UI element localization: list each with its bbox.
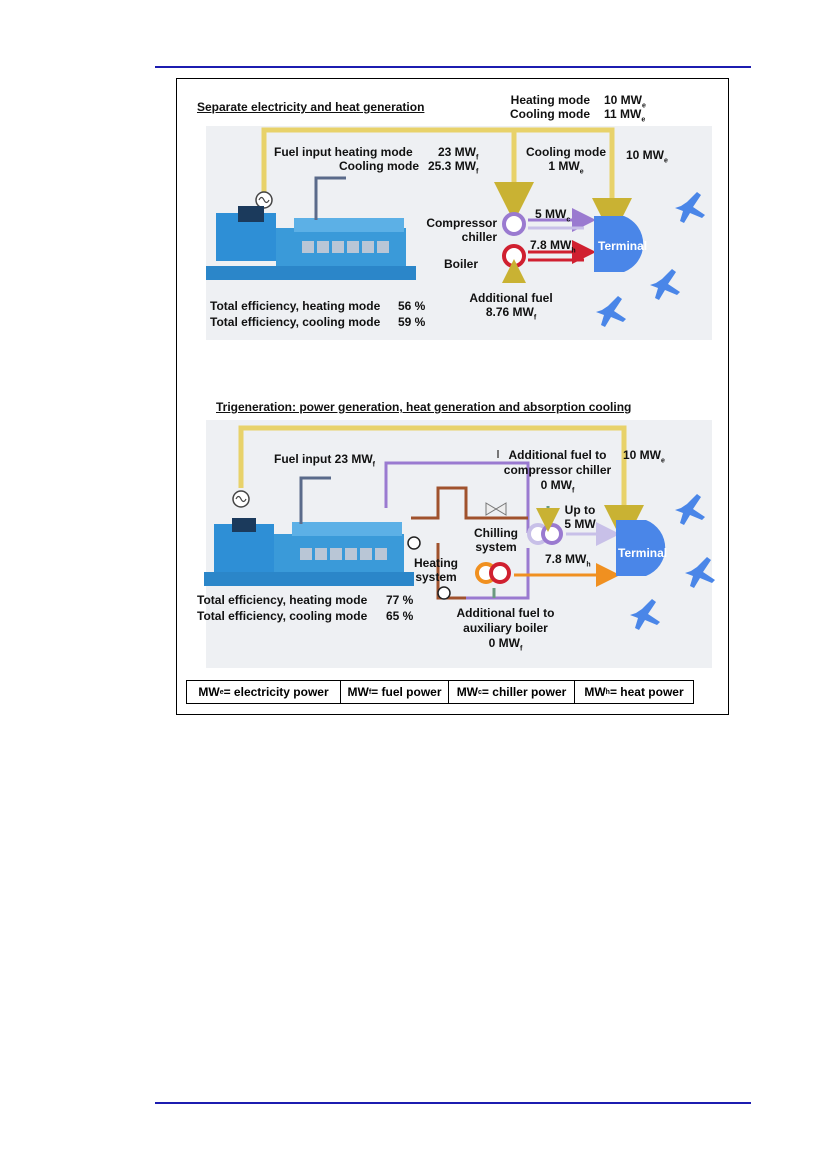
top-cooling-fuel-value: 25.3 MWf	[428, 159, 479, 176]
top-heat-flow: 7.8 MWh	[530, 238, 576, 255]
top-title: Separate electricity and heat generation	[197, 100, 425, 114]
top-eff-cooling-value: 59 %	[398, 315, 426, 329]
top-planes	[596, 192, 705, 327]
bottom-add-boiler-2: auxiliary boiler	[463, 621, 548, 635]
top-cooling-mode-e-value: 1 MWe	[548, 159, 584, 176]
bottom-terminal-label: Terminal	[618, 546, 668, 560]
top-fuel-input-value: 23 MWf	[438, 145, 479, 162]
bottom-terminal-shape	[616, 520, 666, 576]
top-eff-cooling-label: Total efficiency, cooling mode	[210, 315, 381, 329]
bottom-chilling-2: system	[475, 540, 517, 554]
top-heating-mode-value: 10 MWe	[604, 93, 646, 110]
bottom-planes	[630, 494, 715, 630]
bottom-title: Trigeneration: power generation, heat ge…	[216, 400, 632, 414]
bottom-add-compressor-2: compressor chiller	[503, 463, 612, 477]
top-chill-flow: 5 MWc	[535, 207, 571, 224]
top-heating-mode-label: Heating mode	[510, 93, 590, 107]
bottom-add-compressor-value: 0 MWf	[540, 478, 575, 495]
top-cooling-mode-value: 11 MWe	[604, 107, 646, 124]
top-additional-fuel-label: Additional fuel	[469, 291, 553, 305]
top-additional-fuel-value: 8.76 MWf	[485, 305, 537, 322]
top-cooling-mode-label: Cooling mode	[510, 107, 590, 121]
bottom-add-boiler-1: Additional fuel to	[456, 606, 555, 620]
bottom-add-compressor-1: Additional fuel to	[508, 448, 607, 462]
bottom-terminal-power: 10 MWe	[623, 448, 665, 465]
bottom-heating-1: Heating	[413, 556, 458, 570]
top-boiler-label: Boiler	[443, 257, 478, 271]
top-terminal-label: Terminal	[598, 239, 648, 253]
bottom-heat-flow: 7.8 MWh	[545, 552, 591, 569]
bottom-eff-heating-label: Total efficiency, heating mode	[197, 593, 368, 607]
bottom-add-boiler-value: 0 MWf	[488, 636, 523, 653]
bottom-fuel-input: Fuel input 23 MWf	[274, 452, 376, 469]
bottom-eff-cooling-label: Total efficiency, cooling mode	[197, 609, 368, 623]
bottom-chilling-1: Chilling	[474, 526, 518, 540]
bottom-rule	[155, 1102, 751, 1104]
top-eff-heating-value: 56 %	[398, 299, 426, 313]
top-eff-heating-label: Total efficiency, heating mode	[210, 299, 381, 313]
bottom-eff-cooling-value: 65 %	[386, 609, 414, 623]
top-compressor-label-2: chiller	[461, 230, 497, 244]
top-engine	[206, 206, 416, 280]
bottom-up-to-2: 5 MW	[564, 517, 596, 531]
bottom-engine	[204, 518, 414, 586]
top-compressor-label-1: Compressor	[426, 216, 497, 230]
top-fuel-input-label: Fuel input heating mode	[274, 145, 413, 159]
bottom-up-to-1: Up to	[564, 503, 596, 517]
top-cooling-fuel-label: Cooling mode	[339, 159, 419, 173]
top-terminal-power: 10 MWe	[626, 148, 668, 165]
bottom-heating-2: system	[415, 570, 457, 584]
bottom-eff-heating-value: 77 %	[386, 593, 414, 607]
top-rule	[155, 66, 751, 68]
top-electric-line	[261, 127, 632, 238]
diagram-graphics	[204, 127, 715, 630]
top-cooling-mode-e-label: Cooling mode	[526, 145, 606, 159]
top-terminal-shape	[594, 216, 644, 272]
